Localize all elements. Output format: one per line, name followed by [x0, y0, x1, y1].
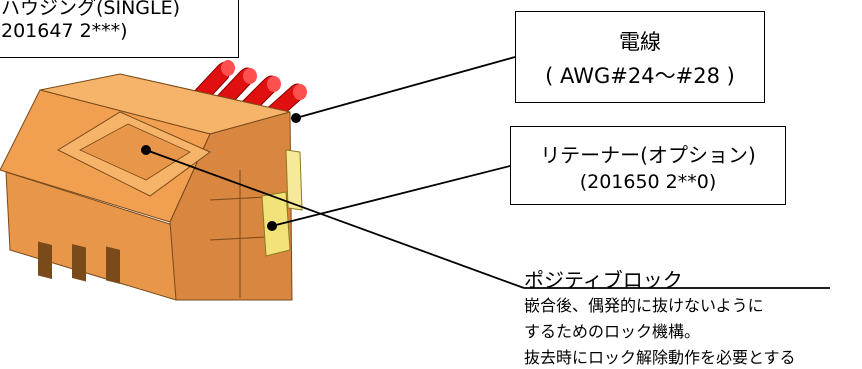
positive-lock-desc-line: 抜去時にロック解除動作を必要とする	[524, 348, 796, 367]
leader-lines	[145, 56, 830, 289]
wire-label-title: 電線	[619, 30, 661, 54]
wires	[187, 60, 307, 133]
leader-dots	[141, 113, 301, 231]
wire-label-box: 電線 ( AWG#24～#28 )	[515, 11, 765, 103]
housing-label-line1: ハウジング(SINGLE)	[1, 0, 181, 19]
retainer-leader	[271, 165, 511, 227]
wire-leader	[295, 56, 516, 119]
retainer-label-title: リテーナー(オプション)	[540, 143, 756, 167]
lock-leader	[145, 149, 525, 289]
positive-lock-desc-line: 嵌合後、偶発的に抜けないように	[524, 296, 764, 315]
housing-body	[0, 73, 293, 301]
retainer-label-box: リテーナー(オプション) (201650 2**0)	[510, 126, 786, 205]
positive-lock-title: ポジティブロック	[524, 268, 683, 292]
retainer-part	[261, 149, 303, 257]
wire-label-spec: ( AWG#24～#28 )	[545, 64, 735, 88]
positive-lock-desc-line: するためのロック機構。	[524, 322, 701, 341]
retainer-label-part-number: (201650 2**0)	[579, 171, 717, 193]
housing-label-box: ハウジング(SINGLE) 201647 2***)	[0, 0, 239, 58]
housing-label-line2: 201647 2***)	[1, 20, 128, 42]
